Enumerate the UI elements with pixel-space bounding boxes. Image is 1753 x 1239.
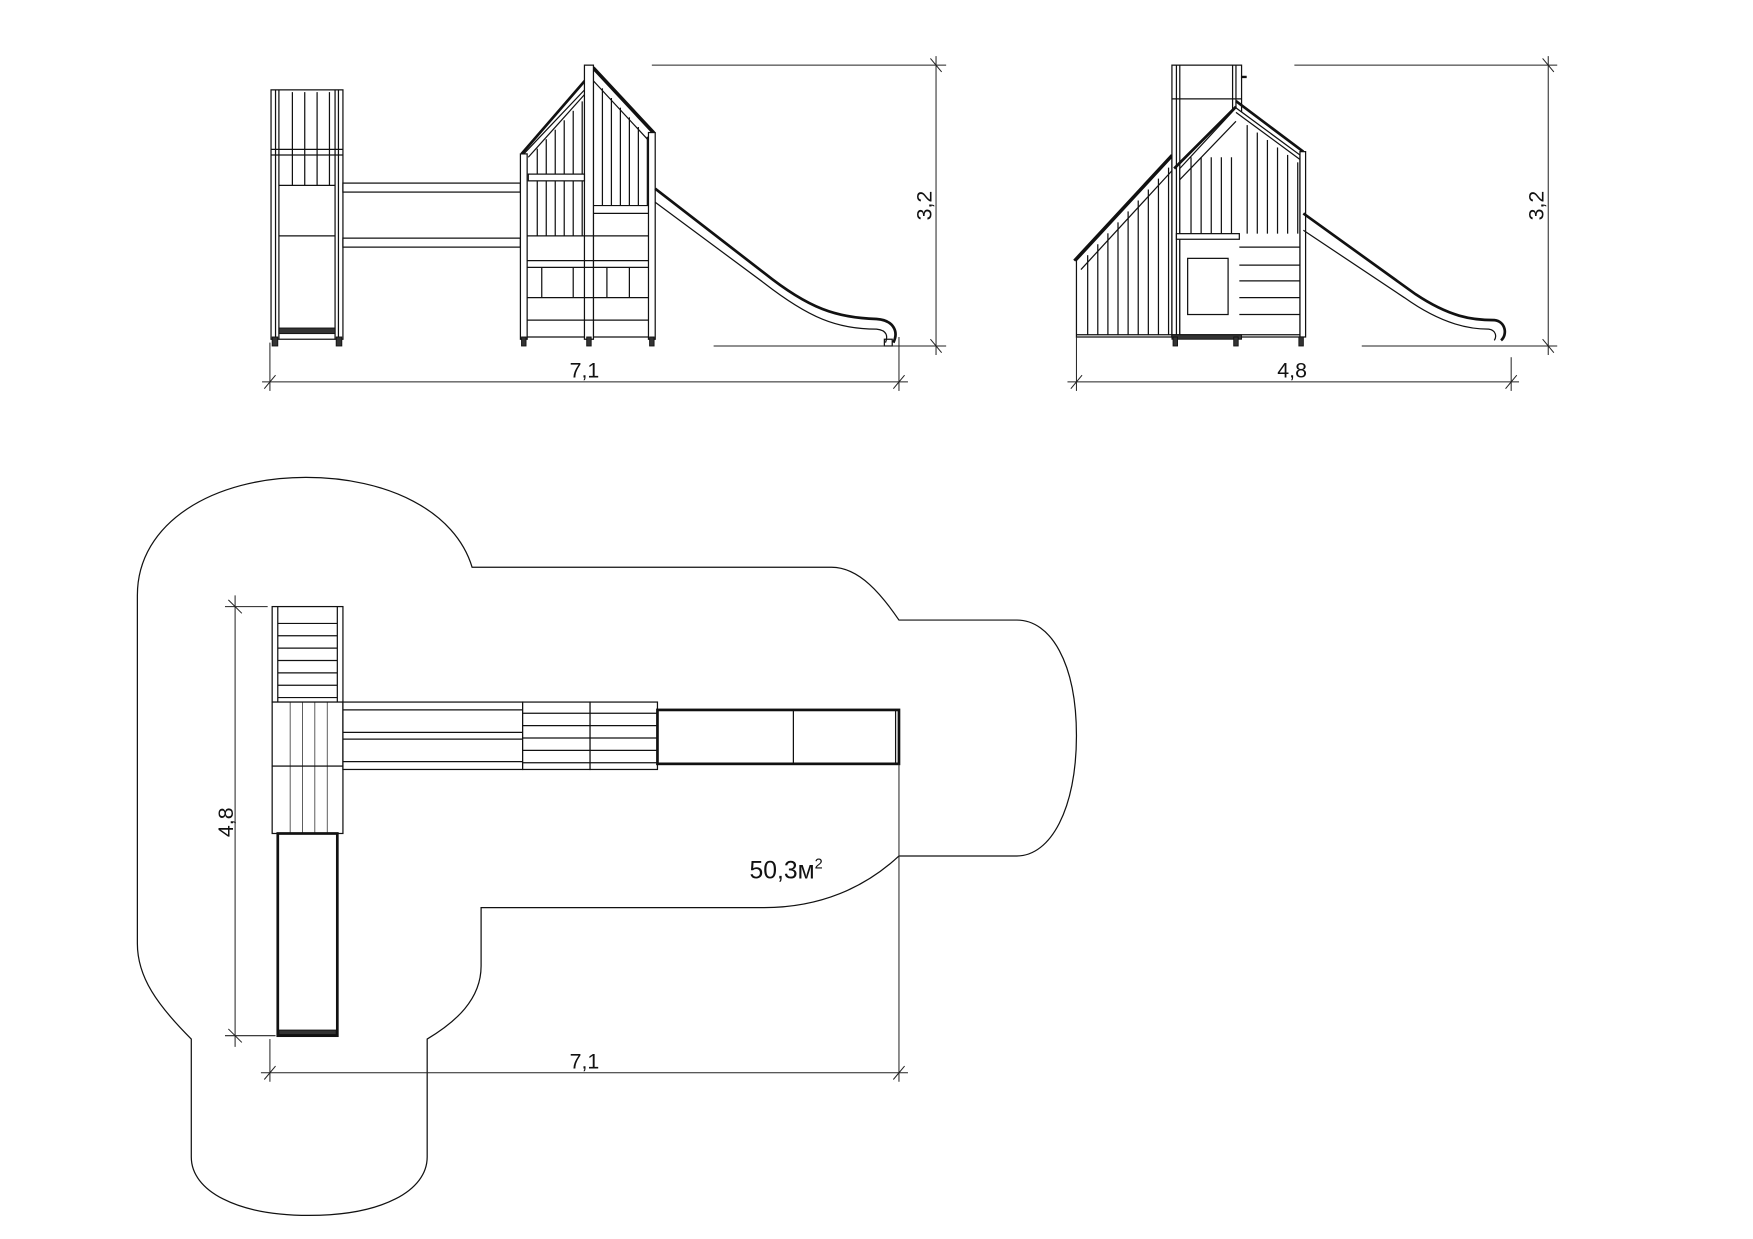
safety-zone-outline [136,476,1078,1217]
plan-dimensions: 7,1 4,8 50,3м2 [214,595,908,1082]
plan-tower-platforms [271,701,344,835]
side-stair-slats [1087,167,1170,335]
front-height-label: 3,2 [913,191,937,221]
tower-slats [291,92,331,186]
side-height-label: 3,2 [1525,191,1549,221]
area-label: 50,3м2 [750,856,823,884]
plan-bridge [342,701,524,771]
plan-width-label: 7,1 [570,1049,600,1073]
side-elevation: 4,8 3,2 [1067,56,1558,391]
side-width-label: 4,8 [1277,358,1307,382]
front-width-label: 7,1 [570,358,600,382]
front-tower [270,89,344,347]
plan-house-platform [522,701,659,771]
side-slide [1302,212,1507,342]
plan-depth-label: 4,8 [214,807,238,837]
plan-side-slide [656,708,901,766]
house-slats [536,88,648,298]
front-dimensions: 7,1 3,2 [262,56,947,391]
front-slide [654,187,897,347]
side-dimensions: 4,8 3,2 [1067,56,1558,391]
front-bridge [342,182,522,248]
plan-view: 7,1 4,8 50,3м2 [136,476,1078,1217]
front-house [519,64,656,347]
plan-stairs [271,605,344,703]
plan-front-slide [276,832,339,1038]
side-house-slats [1190,125,1299,234]
front-elevation: 7,1 3,2 [262,56,947,391]
